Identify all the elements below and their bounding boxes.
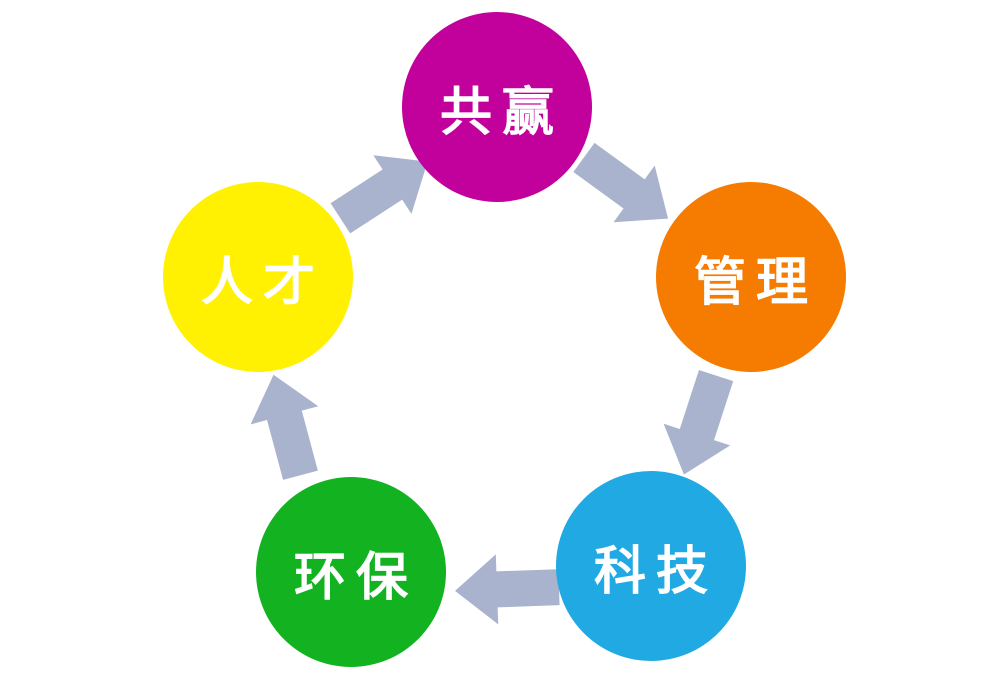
arrow-environment-to-talent-icon (250, 374, 319, 480)
node-technology: 科技 (556, 471, 746, 661)
node-technology-label: 科技 (593, 541, 718, 602)
arrow-management-to-technology-icon (663, 369, 734, 475)
node-win-win-label: 共赢 (439, 82, 564, 143)
arrow-win-win-to-management-icon (573, 142, 669, 223)
node-environment-label: 环保 (293, 547, 418, 608)
arrow-technology-to-environment-icon (455, 554, 560, 625)
arrow-talent-to-win-win-icon (330, 155, 428, 234)
node-talent: 人才 (163, 182, 353, 372)
node-win-win: 共赢 (402, 12, 592, 202)
node-management-label: 管理 (693, 252, 818, 313)
node-management: 管理 (656, 182, 846, 372)
node-environment: 环保 (256, 477, 446, 667)
node-talent-label: 人才 (200, 252, 325, 313)
